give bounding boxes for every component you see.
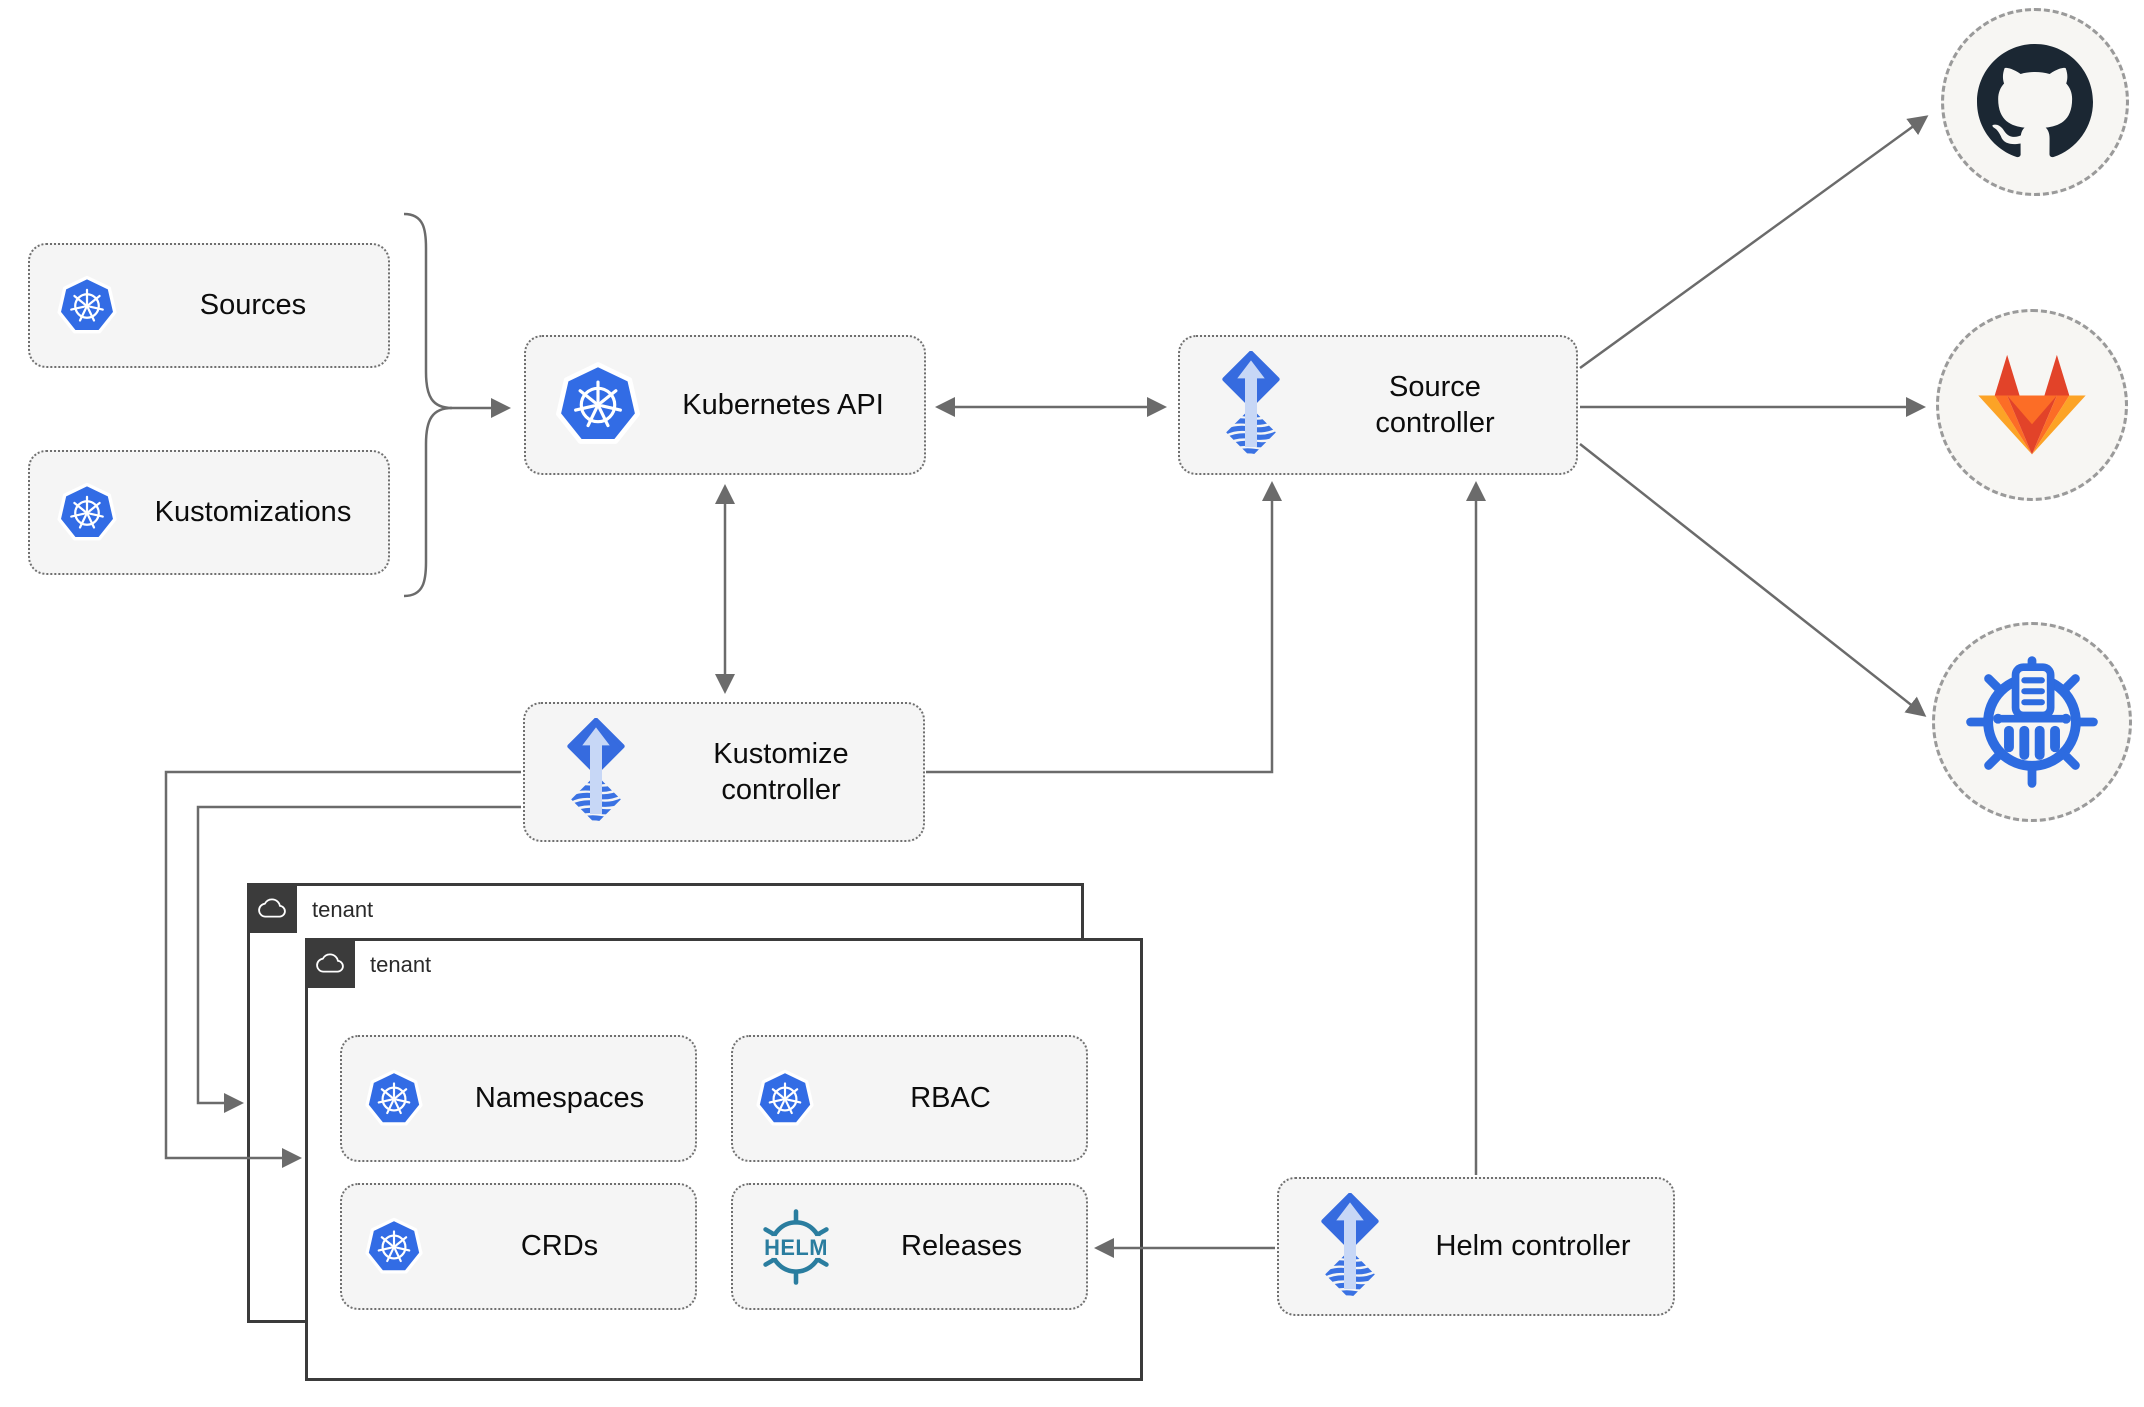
node-label: Namespaces xyxy=(474,1082,645,1115)
bracket-sources-kustomizations xyxy=(403,212,453,598)
node-label: RBAC xyxy=(910,1082,991,1115)
node-kustomize-controller[interactable]: Kustomize controller xyxy=(523,702,925,842)
node-label: Sources xyxy=(199,289,307,322)
node-kustomizations[interactable]: Kustomizations xyxy=(28,450,390,575)
helm-icon: HELM xyxy=(755,1206,837,1288)
node-label: Releases xyxy=(901,1230,1022,1263)
node-crds[interactable]: CRDs xyxy=(340,1183,697,1310)
node-releases[interactable]: HELM Releases xyxy=(731,1183,1088,1310)
node-sources[interactable]: Sources xyxy=(28,243,390,368)
inner-tenant-label: tenant xyxy=(370,952,432,977)
arrow-kustomize-controller-to-inner-tenant xyxy=(164,770,521,1168)
kubernetes-icon xyxy=(755,1069,815,1129)
external-gitlab[interactable] xyxy=(1936,309,2128,501)
external-helm-repository[interactable] xyxy=(1932,622,2132,822)
helm-logo-text: HELM xyxy=(764,1234,828,1259)
inner-tenant-badge xyxy=(305,938,355,988)
node-label: Kubernetes API xyxy=(682,388,884,421)
arrow-source-controller-to-helm-repository xyxy=(1579,443,1927,717)
kubernetes-icon xyxy=(56,482,118,544)
outer-tenant-badge xyxy=(247,883,297,933)
flux-icon xyxy=(1307,1193,1393,1301)
arrow-kustomize-controller-to-outer-tenant xyxy=(196,805,521,1113)
node-rbac[interactable]: RBAC xyxy=(731,1035,1088,1162)
node-kubernetes-api[interactable]: Kubernetes API xyxy=(524,335,926,475)
chartmuseum-icon xyxy=(1964,654,2100,790)
node-label: Kustomizations xyxy=(154,496,352,529)
node-label: Helm controller xyxy=(1435,1230,1631,1263)
arrow-source-controller-to-github xyxy=(1579,115,1929,370)
node-source-controller[interactable]: Source controller xyxy=(1178,335,1578,475)
kubernetes-icon xyxy=(364,1069,424,1129)
kubernetes-icon xyxy=(56,275,118,337)
gitlab-icon xyxy=(1973,351,2091,459)
flux-icon xyxy=(553,718,639,826)
flux-icon xyxy=(1208,351,1294,459)
github-icon xyxy=(1977,44,2093,160)
node-helm-controller[interactable]: Helm controller xyxy=(1277,1177,1675,1316)
kubernetes-icon xyxy=(364,1217,424,1277)
external-github[interactable] xyxy=(1941,8,2129,196)
node-namespaces[interactable]: Namespaces xyxy=(340,1035,697,1162)
kubernetes-icon xyxy=(554,361,642,449)
outer-tenant-label: tenant xyxy=(312,897,374,922)
node-label: CRDs xyxy=(520,1230,599,1263)
arrow-kustomize-controller-to-source-controller xyxy=(926,481,1282,774)
node-label: Kustomize controller xyxy=(713,737,849,806)
node-label: Source controller xyxy=(1375,370,1495,439)
